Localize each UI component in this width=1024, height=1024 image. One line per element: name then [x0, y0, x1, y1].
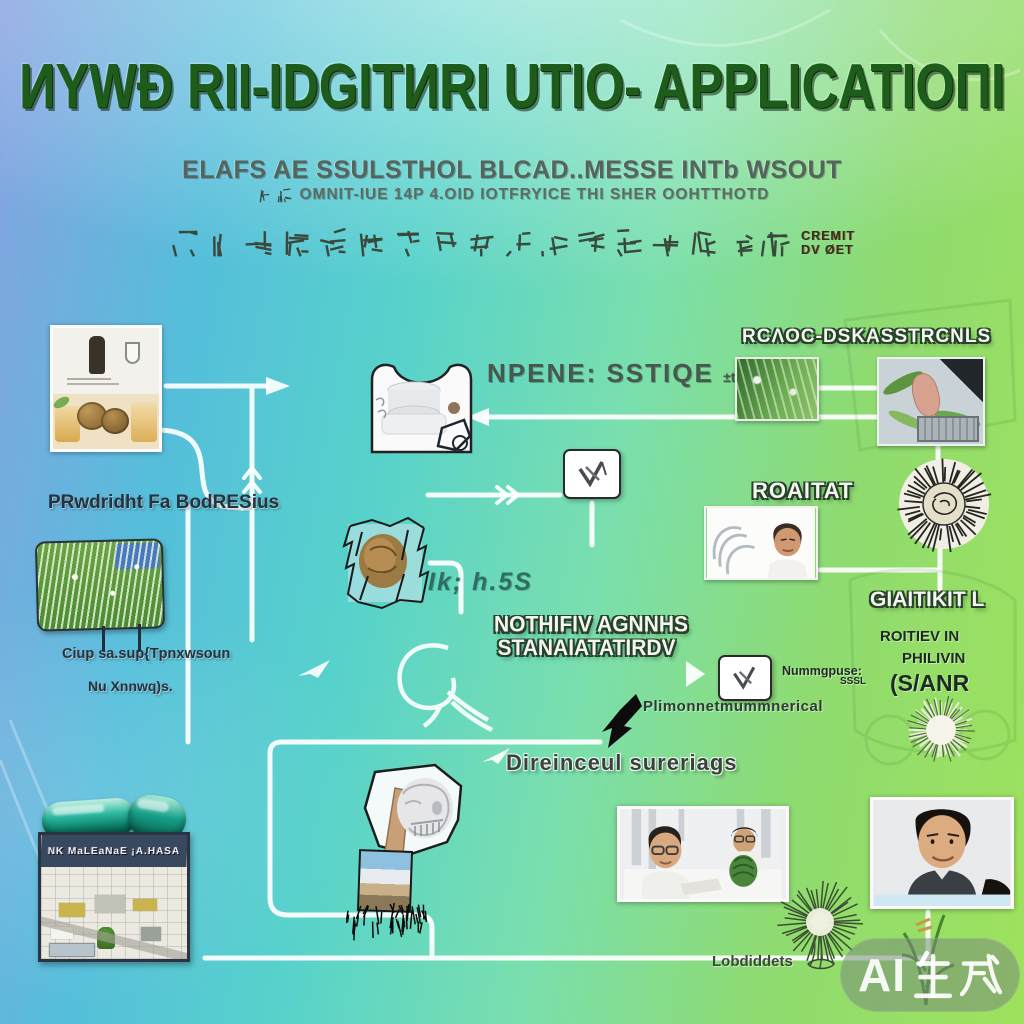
- poster-subtitle: ELAFS AE SSULSTHOL BLCAD..MESSE INTb WSO…: [182, 156, 842, 184]
- roaitat-label: ROAITAT: [752, 478, 854, 503]
- fluffball-sketch: [898, 695, 984, 766]
- ai-watermark: AI: [840, 938, 1020, 1012]
- process-label: PRwdridht Fa BodRESius: [48, 492, 280, 513]
- rooted-line-1: ROITIEV IN: [880, 628, 960, 645]
- arrow-left-icon: [467, 408, 489, 426]
- hanzi-cheng-icon: [960, 953, 1002, 997]
- stamp-line-1: NOTHIFIV AGNNHS: [494, 612, 689, 637]
- down-arrow-icon: [596, 692, 642, 748]
- arrow-triangle-icon: [686, 661, 705, 687]
- arrow-right-icon: [266, 377, 290, 395]
- poster-subtitle2-row: OMNIT-IUE 14P 4.OID IOTFRYICE THI SHER O…: [0, 186, 1024, 204]
- pharma-label: Plimonnetmummnerical: [643, 698, 824, 715]
- map-photo: NK MaLEaNaE ¡A.HASA: [38, 832, 190, 962]
- poster-subtitle2: OMNIT-IUE 14P 4.OID IOTFRYICE THI SHER O…: [299, 186, 770, 203]
- dandelion-caption: Lobdiddets: [712, 953, 793, 970]
- bottle-sketch: [89, 336, 105, 374]
- vest-jar-graphic: [368, 358, 475, 455]
- studio-people-photo: [617, 806, 789, 902]
- connector-stem: [102, 626, 105, 652]
- check-v-icon: [578, 461, 607, 488]
- hanzi-note-label: CREMIT DV ØET: [801, 229, 855, 257]
- juice-glass: [55, 406, 80, 442]
- food-bottle-photo: [50, 325, 162, 452]
- stamp-icons: [255, 187, 292, 203]
- head-sketch: [397, 643, 494, 733]
- green-plants-photo: [735, 357, 819, 421]
- connector-stem: [138, 624, 141, 652]
- portrait-man-photo: [870, 797, 1014, 909]
- checkbox-node-2: [718, 655, 772, 701]
- check-v-icon: [733, 666, 756, 690]
- grass-caption-1: Ciup sa.sup{Tpnxwsoun: [62, 646, 231, 662]
- lyanr-label: (S/ANR: [890, 670, 970, 696]
- banner-text: NK MaLEaNaE ¡A.HASA: [47, 845, 181, 857]
- k-label: Ik; h.5S: [428, 568, 533, 596]
- right-top-label: RCΛOC-DSKASSTRCNLS: [742, 326, 992, 347]
- rooted-line-2: PHILIVIN: [902, 650, 966, 667]
- pseudo-hanzi-glyphs: [169, 228, 791, 258]
- juice-glass: [131, 402, 157, 442]
- coverage-label: Direinceul sureriags: [506, 750, 738, 775]
- portrait-woman-photo: [704, 506, 818, 580]
- sssl-label: SSSL: [840, 676, 867, 687]
- grass-photo: [34, 538, 166, 632]
- watermark-latin: AI: [858, 949, 906, 1001]
- poster-title: ИYWÐ RII-IDGIТИRI UTIO- APPLICATIOПI: [19, 51, 1005, 122]
- stamp-line-2: STANAIATATIRDV: [497, 635, 676, 661]
- pseudo-hanzi-row: CREMIT DV ØET: [169, 228, 855, 258]
- stage-label: NPENE: SSTIQE ±tt-: [487, 358, 745, 388]
- checkbox-caption: Nummgpuse:: [782, 664, 862, 678]
- dandelion-sketch: [770, 878, 870, 978]
- sunflower-sketch: [896, 456, 992, 553]
- stamp-label: NOTHIFIV AGNNHS STANAIATATIRDV: [494, 612, 689, 661]
- skull-arm-sketch: [345, 762, 470, 862]
- scribble-tuft: [346, 902, 428, 941]
- food-strip: [53, 394, 159, 449]
- basket-lattice: [917, 416, 979, 442]
- basket-photo: [877, 357, 985, 446]
- sky-patch: [114, 542, 160, 570]
- hanzi-sheng-icon: [913, 950, 953, 999]
- nut-ball: [101, 408, 129, 434]
- flask-sketch: [125, 342, 140, 364]
- checkbox-node-1: [563, 449, 621, 499]
- banner-strip: NK MaLEaNaE ¡A.HASA: [41, 835, 187, 867]
- grass-caption-2: Nu Xnnwq)s.: [88, 678, 173, 694]
- giant-label: GIAITIKIT L: [870, 588, 985, 611]
- sketch-specimen-box: [338, 516, 432, 610]
